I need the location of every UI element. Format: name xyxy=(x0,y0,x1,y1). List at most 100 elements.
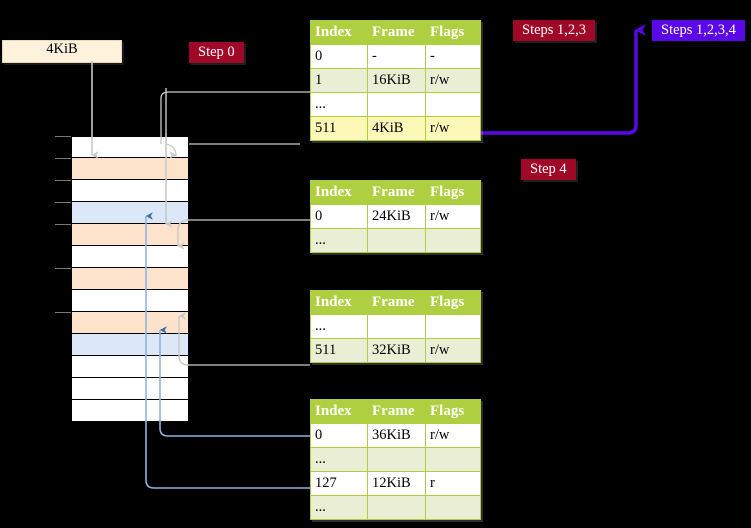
badge-steps-1234-label: Steps 1,2,3,4 xyxy=(661,22,736,38)
pdpt-table: Index Frame Flags 0 24KiB r/w ... xyxy=(310,180,481,253)
memory-frame xyxy=(71,334,189,356)
badge-steps-123: Steps 1,2,3 xyxy=(513,20,596,41)
cell-frame xyxy=(367,447,426,472)
badge-step-4: Step 4 xyxy=(521,159,576,180)
table-row: 0 - - xyxy=(310,44,481,69)
memory-frame xyxy=(71,400,189,422)
cell-frame: 24KiB xyxy=(367,204,426,229)
col-header-frame: Frame xyxy=(367,180,426,205)
table-header-row: Index Frame Flags xyxy=(310,290,481,315)
cell-frame: 4KiB xyxy=(367,116,426,141)
pt-table: Index Frame Flags 0 36KiB r/w ... 127 12… xyxy=(310,399,481,520)
cell-flags xyxy=(425,314,481,339)
frame-size-box: 4KiB xyxy=(2,40,122,63)
table-row: ... xyxy=(310,314,481,339)
cell-frame xyxy=(367,495,426,520)
cell-flags: r/w xyxy=(425,116,481,141)
table-row: 1 16KiB r/w xyxy=(310,68,481,93)
badge-steps-1234: Steps 1,2,3,4 xyxy=(652,20,745,41)
frame-tick xyxy=(55,224,71,225)
cell-flags xyxy=(425,447,481,472)
table-row: 511 4KiB r/w xyxy=(310,116,481,141)
physical-memory-column xyxy=(71,136,189,422)
frame-tick xyxy=(55,158,71,159)
cell-frame: - xyxy=(367,44,426,69)
cell-index: 0 xyxy=(310,204,368,229)
badge-step-4-label: Step 4 xyxy=(530,161,567,177)
cell-flags xyxy=(425,92,481,117)
cell-frame xyxy=(367,314,426,339)
memory-frame xyxy=(71,224,189,246)
col-header-flags: Flags xyxy=(425,290,481,315)
cell-frame: 12KiB xyxy=(367,471,426,496)
cell-flags xyxy=(425,495,481,520)
memory-frame xyxy=(71,202,189,224)
wire-violet-loop xyxy=(480,24,646,135)
cell-index: ... xyxy=(310,228,368,253)
frame-tick xyxy=(55,312,71,313)
memory-frame xyxy=(71,246,189,268)
cell-index: ... xyxy=(310,447,368,472)
cell-frame: 32KiB xyxy=(367,338,426,363)
cell-index: ... xyxy=(310,92,368,117)
memory-frame xyxy=(71,136,189,158)
cell-index: 0 xyxy=(310,44,368,69)
table-row: 0 24KiB r/w xyxy=(310,204,481,229)
pd-table: Index Frame Flags ... 511 32KiB r/w xyxy=(310,290,481,363)
table-row: 511 32KiB r/w xyxy=(310,338,481,363)
table-row: 127 12KiB r xyxy=(310,471,481,496)
table-row: ... xyxy=(310,92,481,117)
memory-frame xyxy=(71,180,189,202)
frame-tick xyxy=(55,268,71,269)
cell-index: 127 xyxy=(310,471,368,496)
cell-frame: 36KiB xyxy=(367,423,426,448)
cell-frame: 16KiB xyxy=(367,68,426,93)
badge-step-0: Step 0 xyxy=(189,42,244,63)
cell-index: 511 xyxy=(310,338,368,363)
frame-tick xyxy=(55,136,71,137)
frame-tick xyxy=(55,202,71,203)
memory-frame xyxy=(71,290,189,312)
col-header-frame: Frame xyxy=(367,399,426,424)
frame-tick xyxy=(55,180,71,181)
col-header-flags: Flags xyxy=(425,399,481,424)
cell-flags: r/w xyxy=(425,68,481,93)
cell-frame xyxy=(367,228,426,253)
cell-index: ... xyxy=(310,495,368,520)
memory-frame xyxy=(71,378,189,400)
table-row: ... xyxy=(310,447,481,472)
table-row: 0 36KiB r/w xyxy=(310,423,481,448)
badge-step-0-label: Step 0 xyxy=(198,44,235,60)
col-header-frame: Frame xyxy=(367,290,426,315)
memory-frame xyxy=(71,312,189,334)
cell-flags: r/w xyxy=(425,338,481,363)
col-header-flags: Flags xyxy=(425,180,481,205)
cell-index: 511 xyxy=(310,116,368,141)
col-header-flags: Flags xyxy=(425,20,481,45)
cell-flags: r/w xyxy=(425,204,481,229)
col-header-frame: Frame xyxy=(367,20,426,45)
frame-size-label: 4KiB xyxy=(46,41,78,57)
cell-index: 1 xyxy=(310,68,368,93)
table-row: ... xyxy=(310,228,481,253)
table-header-row: Index Frame Flags xyxy=(310,20,481,45)
cell-flags: r xyxy=(425,471,481,496)
memory-frame xyxy=(71,268,189,290)
table-row: ... xyxy=(310,495,481,520)
wire-pt-127-to-frame xyxy=(145,414,310,489)
badge-steps-123-label: Steps 1,2,3 xyxy=(522,22,587,38)
table-header-row: Index Frame Flags xyxy=(310,180,481,205)
cell-index: ... xyxy=(310,314,368,339)
col-header-index: Index xyxy=(310,20,368,45)
memory-frame xyxy=(71,356,189,378)
pml4-table: Index Frame Flags 0 - - 1 16KiB r/w ... … xyxy=(310,20,481,141)
col-header-index: Index xyxy=(310,290,368,315)
col-header-index: Index xyxy=(310,180,368,205)
cell-frame xyxy=(367,92,426,117)
table-header-row: Index Frame Flags xyxy=(310,399,481,424)
memory-frame xyxy=(71,158,189,180)
col-header-index: Index xyxy=(310,399,368,424)
cell-index: 0 xyxy=(310,423,368,448)
cell-flags: - xyxy=(425,44,481,69)
